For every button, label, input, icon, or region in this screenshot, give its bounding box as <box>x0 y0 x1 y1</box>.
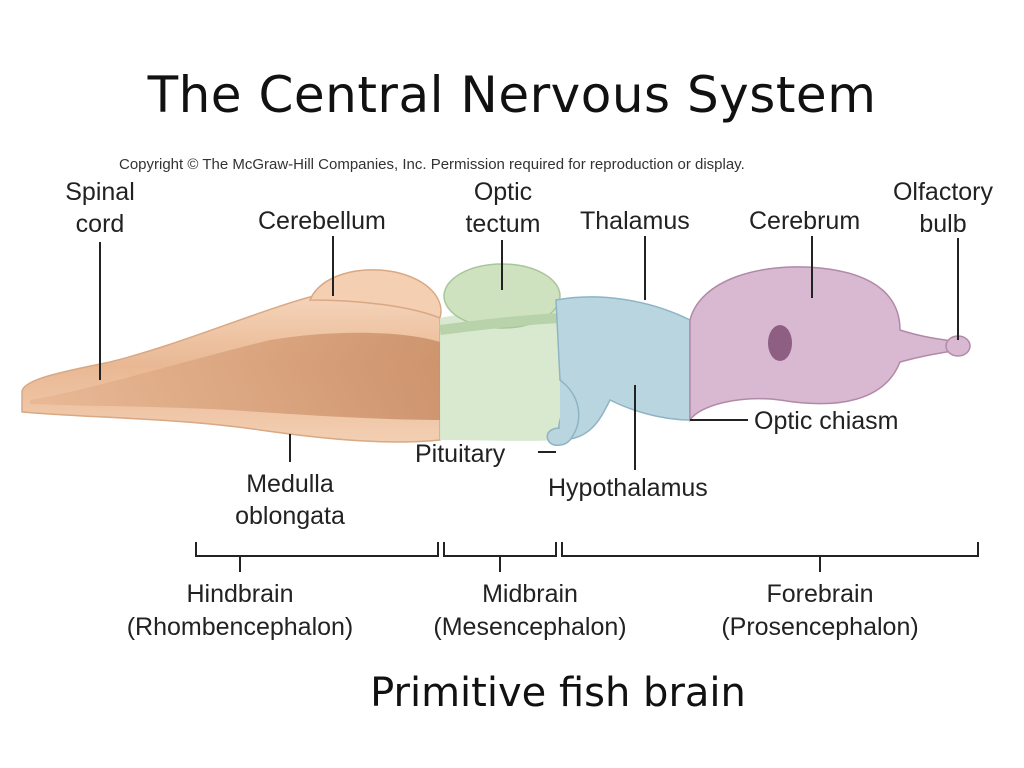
leader-lines <box>99 236 959 470</box>
label-olfactory-bulb: Olfactory bulb <box>878 176 1008 240</box>
region-forebrain: Forebrain (Prosencephalon) <box>690 578 950 644</box>
region-brackets <box>195 542 979 572</box>
label-line: oblongata <box>235 502 345 530</box>
midbrain-shape <box>440 300 560 441</box>
label-line: cord <box>75 210 125 238</box>
medulla-inner <box>30 332 440 420</box>
label-spinal-cord: Spinal cord <box>52 176 148 240</box>
label-thalamus: Thalamus <box>580 207 690 235</box>
label-line: Medulla <box>246 470 334 498</box>
cerebrum-ventricle <box>768 325 792 361</box>
midbrain-canal <box>439 313 561 335</box>
cerebellum-shape <box>308 269 442 320</box>
label-cerebrum: Cerebrum <box>749 207 861 235</box>
label-hypothalamus: Hypothalamus <box>548 474 708 502</box>
label-medulla-oblongata: Medulla oblongata <box>215 468 365 532</box>
label-optic-tectum: Optic tectum <box>448 176 558 240</box>
label-line: Optic <box>473 178 533 206</box>
label-line: Olfactory <box>892 178 994 206</box>
region-subname: (Prosencephalon) <box>721 613 919 641</box>
region-name: Hindbrain <box>186 580 294 608</box>
slide-title: The Central Nervous System <box>147 66 877 124</box>
region-midbrain: Midbrain (Mesencephalon) <box>400 578 660 644</box>
label-line: tectum <box>465 210 541 238</box>
copyright-notice: Copyright © The McGraw-Hill Companies, I… <box>119 156 745 173</box>
pituitary-stalk <box>546 379 580 446</box>
diencephalon-shape <box>555 296 691 441</box>
label-cerebellum: Cerebellum <box>258 207 386 235</box>
label-line: Spinal <box>65 178 135 206</box>
cerebrum-shape <box>689 266 961 423</box>
label-pituitary: Pituitary <box>415 440 506 468</box>
region-name: Forebrain <box>766 580 874 608</box>
region-subname: (Rhombencephalon) <box>126 613 354 641</box>
label-line: bulb <box>919 210 967 238</box>
caption: Primitive fish brain <box>370 670 746 716</box>
region-name: Midbrain <box>482 580 578 608</box>
region-subname: (Mesencephalon) <box>433 613 627 641</box>
label-optic-chiasm: Optic chiasm <box>754 407 899 435</box>
region-hindbrain: Hindbrain (Rhombencephalon) <box>100 578 380 644</box>
